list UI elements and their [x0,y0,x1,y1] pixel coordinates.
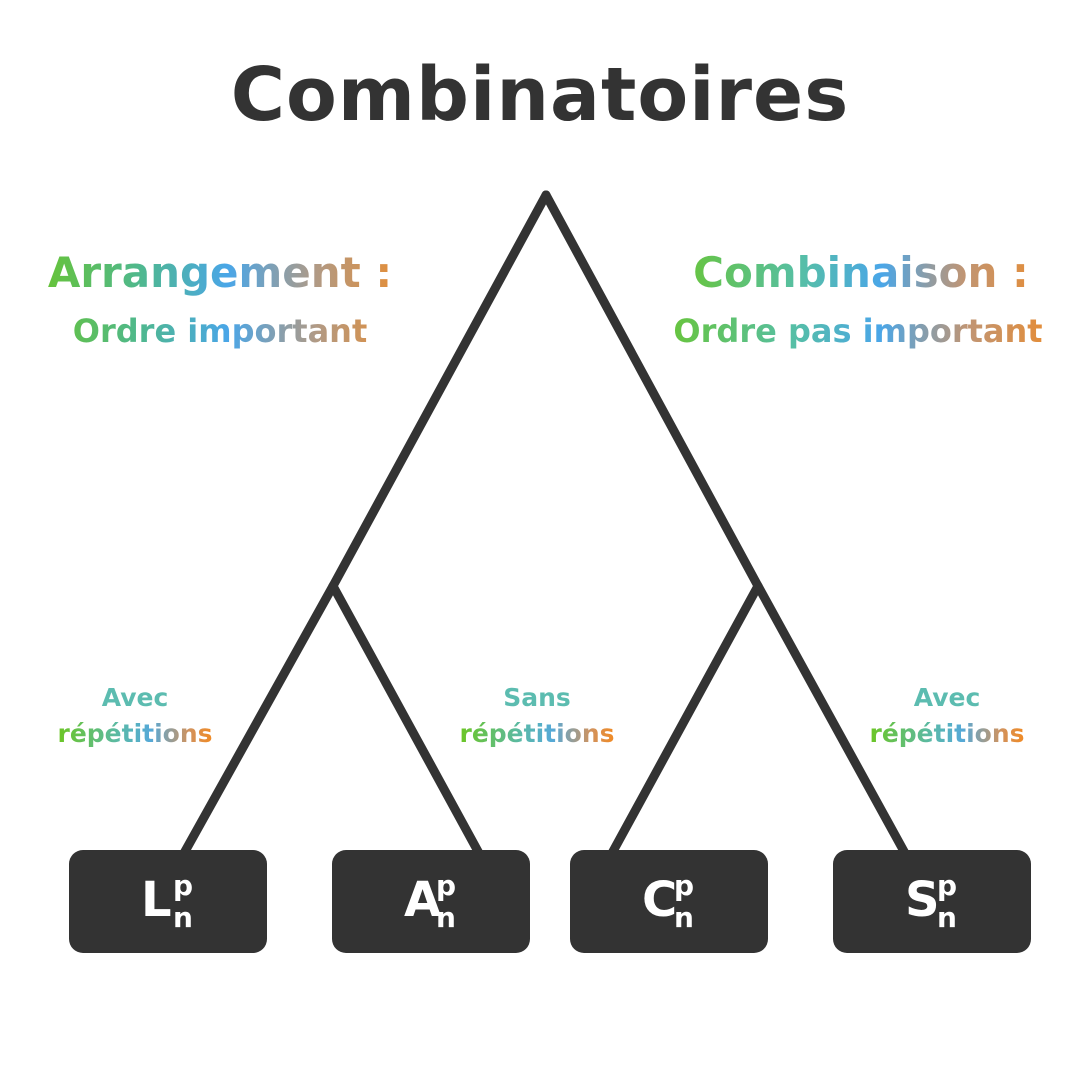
label-line2: répétitions [57,716,212,752]
box-sub: n [937,901,957,934]
arrangement-heading: Arrangement : [20,248,420,297]
box-letter: A [404,872,442,928]
combinaison-subheading: Ordre pas important [640,312,1076,350]
arrangement-subheading: Ordre important [20,312,420,350]
label-avec-repetitions-right: Avec répétitions [852,680,1042,752]
box-sub: n [173,901,193,934]
box-letter: S [905,872,940,928]
edge-root-right [541,190,763,591]
box-sub: n [436,901,456,934]
box-letter: L [141,872,172,928]
box-a: A p n [332,850,530,953]
label-line1: Sans [503,683,571,712]
label-sans-repetitions: Sans répétitions [442,680,632,752]
box-sup: p [674,869,695,902]
box-l: L p n [69,850,267,953]
combinaison-heading: Combinaison : [656,248,1066,297]
edge-right-c [606,581,763,860]
page-title: Combinatoires [230,52,850,138]
box-letter: C [642,872,678,928]
edge-right-s [753,581,911,860]
edge-left-a [328,581,485,860]
label-line2: répétitions [869,716,1024,752]
edge-root-left [328,190,551,591]
box-sub: n [674,901,694,934]
label-avec-repetitions-left: Avec répétitions [40,680,230,752]
box-sup: p [173,869,194,902]
box-c: C p n [570,850,768,953]
label-line1: Avec [913,683,981,712]
box-s: S p n [833,850,1031,953]
label-line2: répétitions [459,716,614,752]
box-sup: p [937,869,958,902]
edge-left-l [178,581,338,860]
box-sup: p [436,869,457,902]
label-line1: Avec [101,683,169,712]
